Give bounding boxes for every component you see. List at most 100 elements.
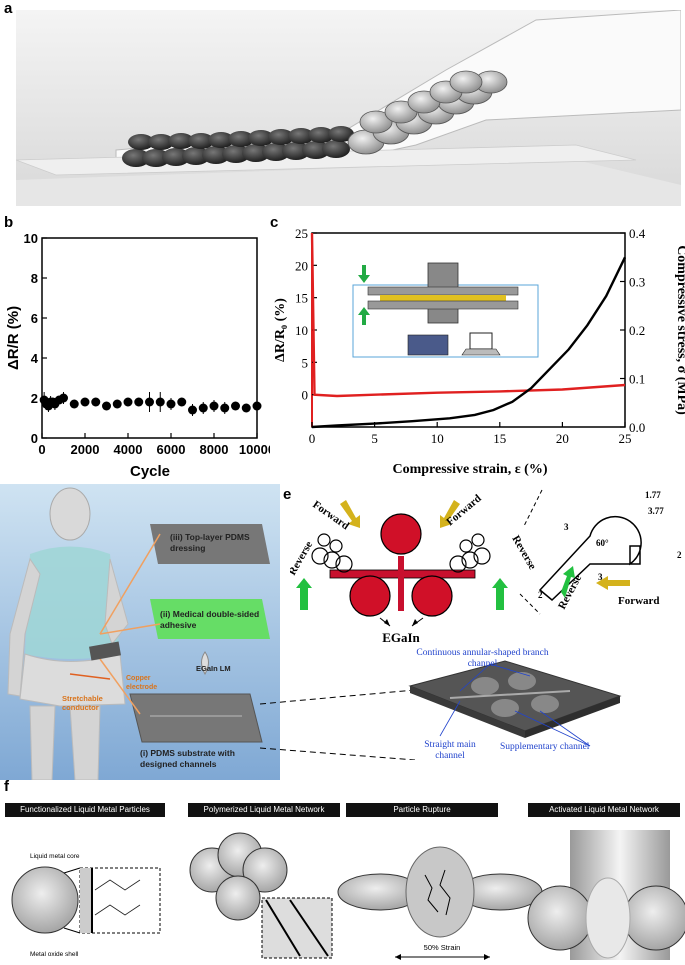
y-right-tick-label: 0.0 — [629, 420, 645, 435]
data-point — [220, 403, 230, 413]
data-point — [231, 401, 240, 411]
x-axis-label: Compressive strain, ε (%) — [392, 462, 547, 477]
data-point — [91, 397, 101, 407]
reverse-arrow-icon — [561, 566, 575, 598]
y-tick-label: 2 — [31, 391, 38, 406]
f-box-3: Particle Rupture — [346, 803, 498, 817]
series-line-1 — [311, 256, 627, 429]
x-tick-label: 8000 — [200, 442, 229, 457]
y-left-tick-label: 0 — [302, 388, 309, 403]
substrate-plate — [129, 693, 263, 743]
y-right-tick-label: 0.3 — [629, 275, 645, 290]
x-tick-label: 10000 — [239, 442, 270, 457]
laptop-icon — [469, 332, 493, 350]
arrow-up-icon — [358, 307, 370, 325]
f-box-2: Polymerized Liquid Metal Network — [188, 803, 340, 817]
d-top-layer-label: (iii) Top-layer PDMS dressing — [170, 532, 250, 553]
y-tick-label: 0 — [31, 431, 38, 446]
x-tick-label: 4000 — [114, 442, 143, 457]
x-tick-label: 20 — [556, 431, 569, 446]
data-point — [252, 401, 262, 411]
y-tick-label: 4 — [31, 351, 39, 366]
dashed-connectors — [260, 690, 416, 760]
data-point — [209, 401, 219, 411]
svg-text:1.77: 1.77 — [645, 490, 661, 500]
y-left-tick-label: 10 — [295, 323, 308, 338]
panel-a-render — [16, 10, 681, 206]
e-supplementary-label: Supplementary channel — [500, 742, 590, 752]
x-tick-label: 0 — [309, 431, 316, 446]
dark-particles — [122, 126, 354, 167]
channel-detail — [538, 515, 642, 602]
meter-icon — [407, 334, 449, 356]
panel-label-e: e — [283, 486, 292, 503]
d-adhesive-label: (ii) Medical double-sided adhesive — [160, 609, 260, 630]
panel-d-illustration — [0, 484, 280, 780]
f-box-1: Functionalized Liquid Metal Particles — [5, 803, 165, 817]
data-point — [155, 397, 165, 407]
y-right-tick-label: 0.1 — [629, 372, 645, 387]
y-axis-label: ΔR/R (%) — [5, 306, 22, 370]
d-egain-label: EGaIn LM — [196, 664, 231, 673]
e-egain-label: EGaIn — [382, 630, 420, 645]
f-core-label: Liquid metal core — [30, 853, 80, 860]
data-point — [59, 393, 68, 403]
x-tick-label: 10 — [431, 431, 444, 446]
f-box-4: Activated Liquid Metal Network — [528, 803, 680, 817]
panel-f-illustration: Liquid metal core Metal oxide shell 50% … — [11, 830, 685, 960]
f-shell-label: Metal oxide shell — [30, 951, 79, 958]
e-straight-label: Straight main channel — [424, 740, 476, 761]
svg-text:3: 3 — [598, 572, 603, 582]
data-point — [177, 397, 187, 407]
chart-b: 02468100200040006000800010000 Cycle ΔR/R… — [5, 231, 270, 480]
panel-label-f: f — [4, 778, 9, 795]
x-tick-label: 5 — [371, 431, 378, 446]
data-point — [241, 403, 251, 413]
x-tick-label: 15 — [493, 431, 506, 446]
adhesive-plate — [150, 599, 270, 639]
x-tick-label: 0 — [38, 442, 45, 457]
y-right-tick-label: 0.2 — [629, 323, 645, 338]
x-tick-label: 25 — [619, 431, 632, 446]
x-tick-label: 2000 — [71, 442, 100, 457]
y-left-tick-label: 5 — [302, 355, 309, 370]
svg-text:60°: 60° — [596, 538, 609, 548]
y-tick-label: 8 — [31, 271, 38, 286]
torso-icon — [25, 546, 120, 659]
e-reverse-right: Reverse — [509, 534, 538, 572]
series-line-0 — [310, 232, 626, 398]
data-point — [102, 401, 111, 411]
e-forward-detail: Forward — [618, 595, 660, 607]
svg-text:2: 2 — [538, 590, 543, 600]
egain-reservoirs — [329, 513, 476, 617]
panel-label-b: b — [4, 214, 14, 231]
arrow-down-icon — [358, 265, 370, 283]
data-point — [145, 397, 154, 407]
top-layer-plate — [150, 524, 270, 564]
y-left-tick-label: 25 — [295, 226, 308, 241]
annular-branches — [311, 533, 491, 573]
y-left-label: ΔR/R₀ (%) — [273, 298, 288, 362]
d-stretchable-label: Stretchable conductor — [62, 694, 103, 712]
plot-frame-c — [311, 232, 626, 428]
e-reverse-left: Reverse — [290, 539, 315, 577]
panel-label-a: a — [4, 0, 13, 17]
lm-particle — [11, 866, 79, 934]
e-annular-label: Continuous annular-shaped branch channel — [416, 648, 549, 669]
y-right-label: Compressive stress, σ (MPa) — [674, 245, 685, 415]
forward-arrow-icon — [596, 576, 630, 590]
head-icon — [49, 487, 91, 541]
svg-text:3: 3 — [564, 522, 569, 532]
y-right-tick-label: 0.4 — [629, 226, 646, 241]
data-point — [166, 399, 176, 409]
y-tick-label: 6 — [31, 311, 38, 326]
y-left-tick-label: 15 — [295, 291, 308, 306]
d-substrate-label: (i) PDMS substrate with designed channel… — [140, 748, 235, 769]
data-point — [198, 403, 208, 413]
plot-frame-b — [41, 237, 258, 439]
data-point — [188, 405, 197, 415]
activated-particles — [347, 70, 508, 155]
y-tick-label: 10 — [24, 231, 38, 246]
data-point — [69, 399, 79, 409]
